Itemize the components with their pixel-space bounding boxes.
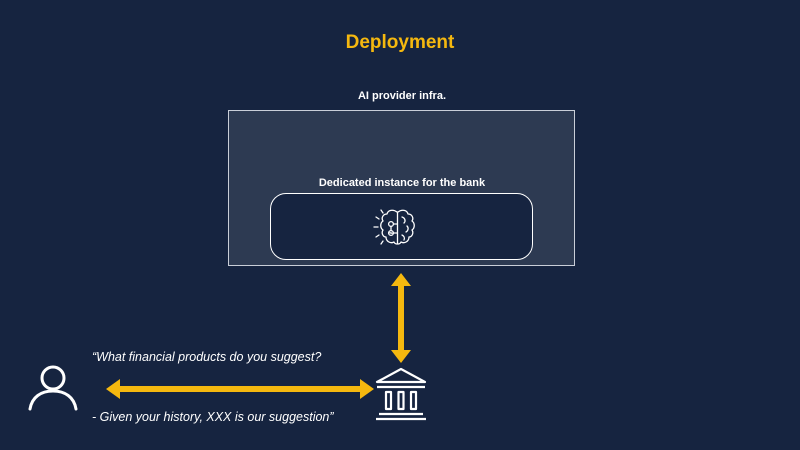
horizontal-double-arrow	[106, 379, 374, 399]
user-icon	[28, 365, 78, 411]
slide-title: Deployment	[345, 32, 455, 53]
bank-icon	[375, 367, 427, 421]
ai-brain-icon	[373, 209, 415, 245]
infra-label: AI provider infra.	[357, 90, 447, 102]
customer-question: “What financial products do you suggest?	[92, 350, 322, 364]
dedicated-instance-box	[270, 193, 533, 260]
vertical-double-arrow	[391, 273, 411, 363]
bank-answer: - Given your history, XXX is our suggest…	[92, 410, 334, 424]
instance-label: Dedicated instance for the bank	[318, 177, 486, 189]
